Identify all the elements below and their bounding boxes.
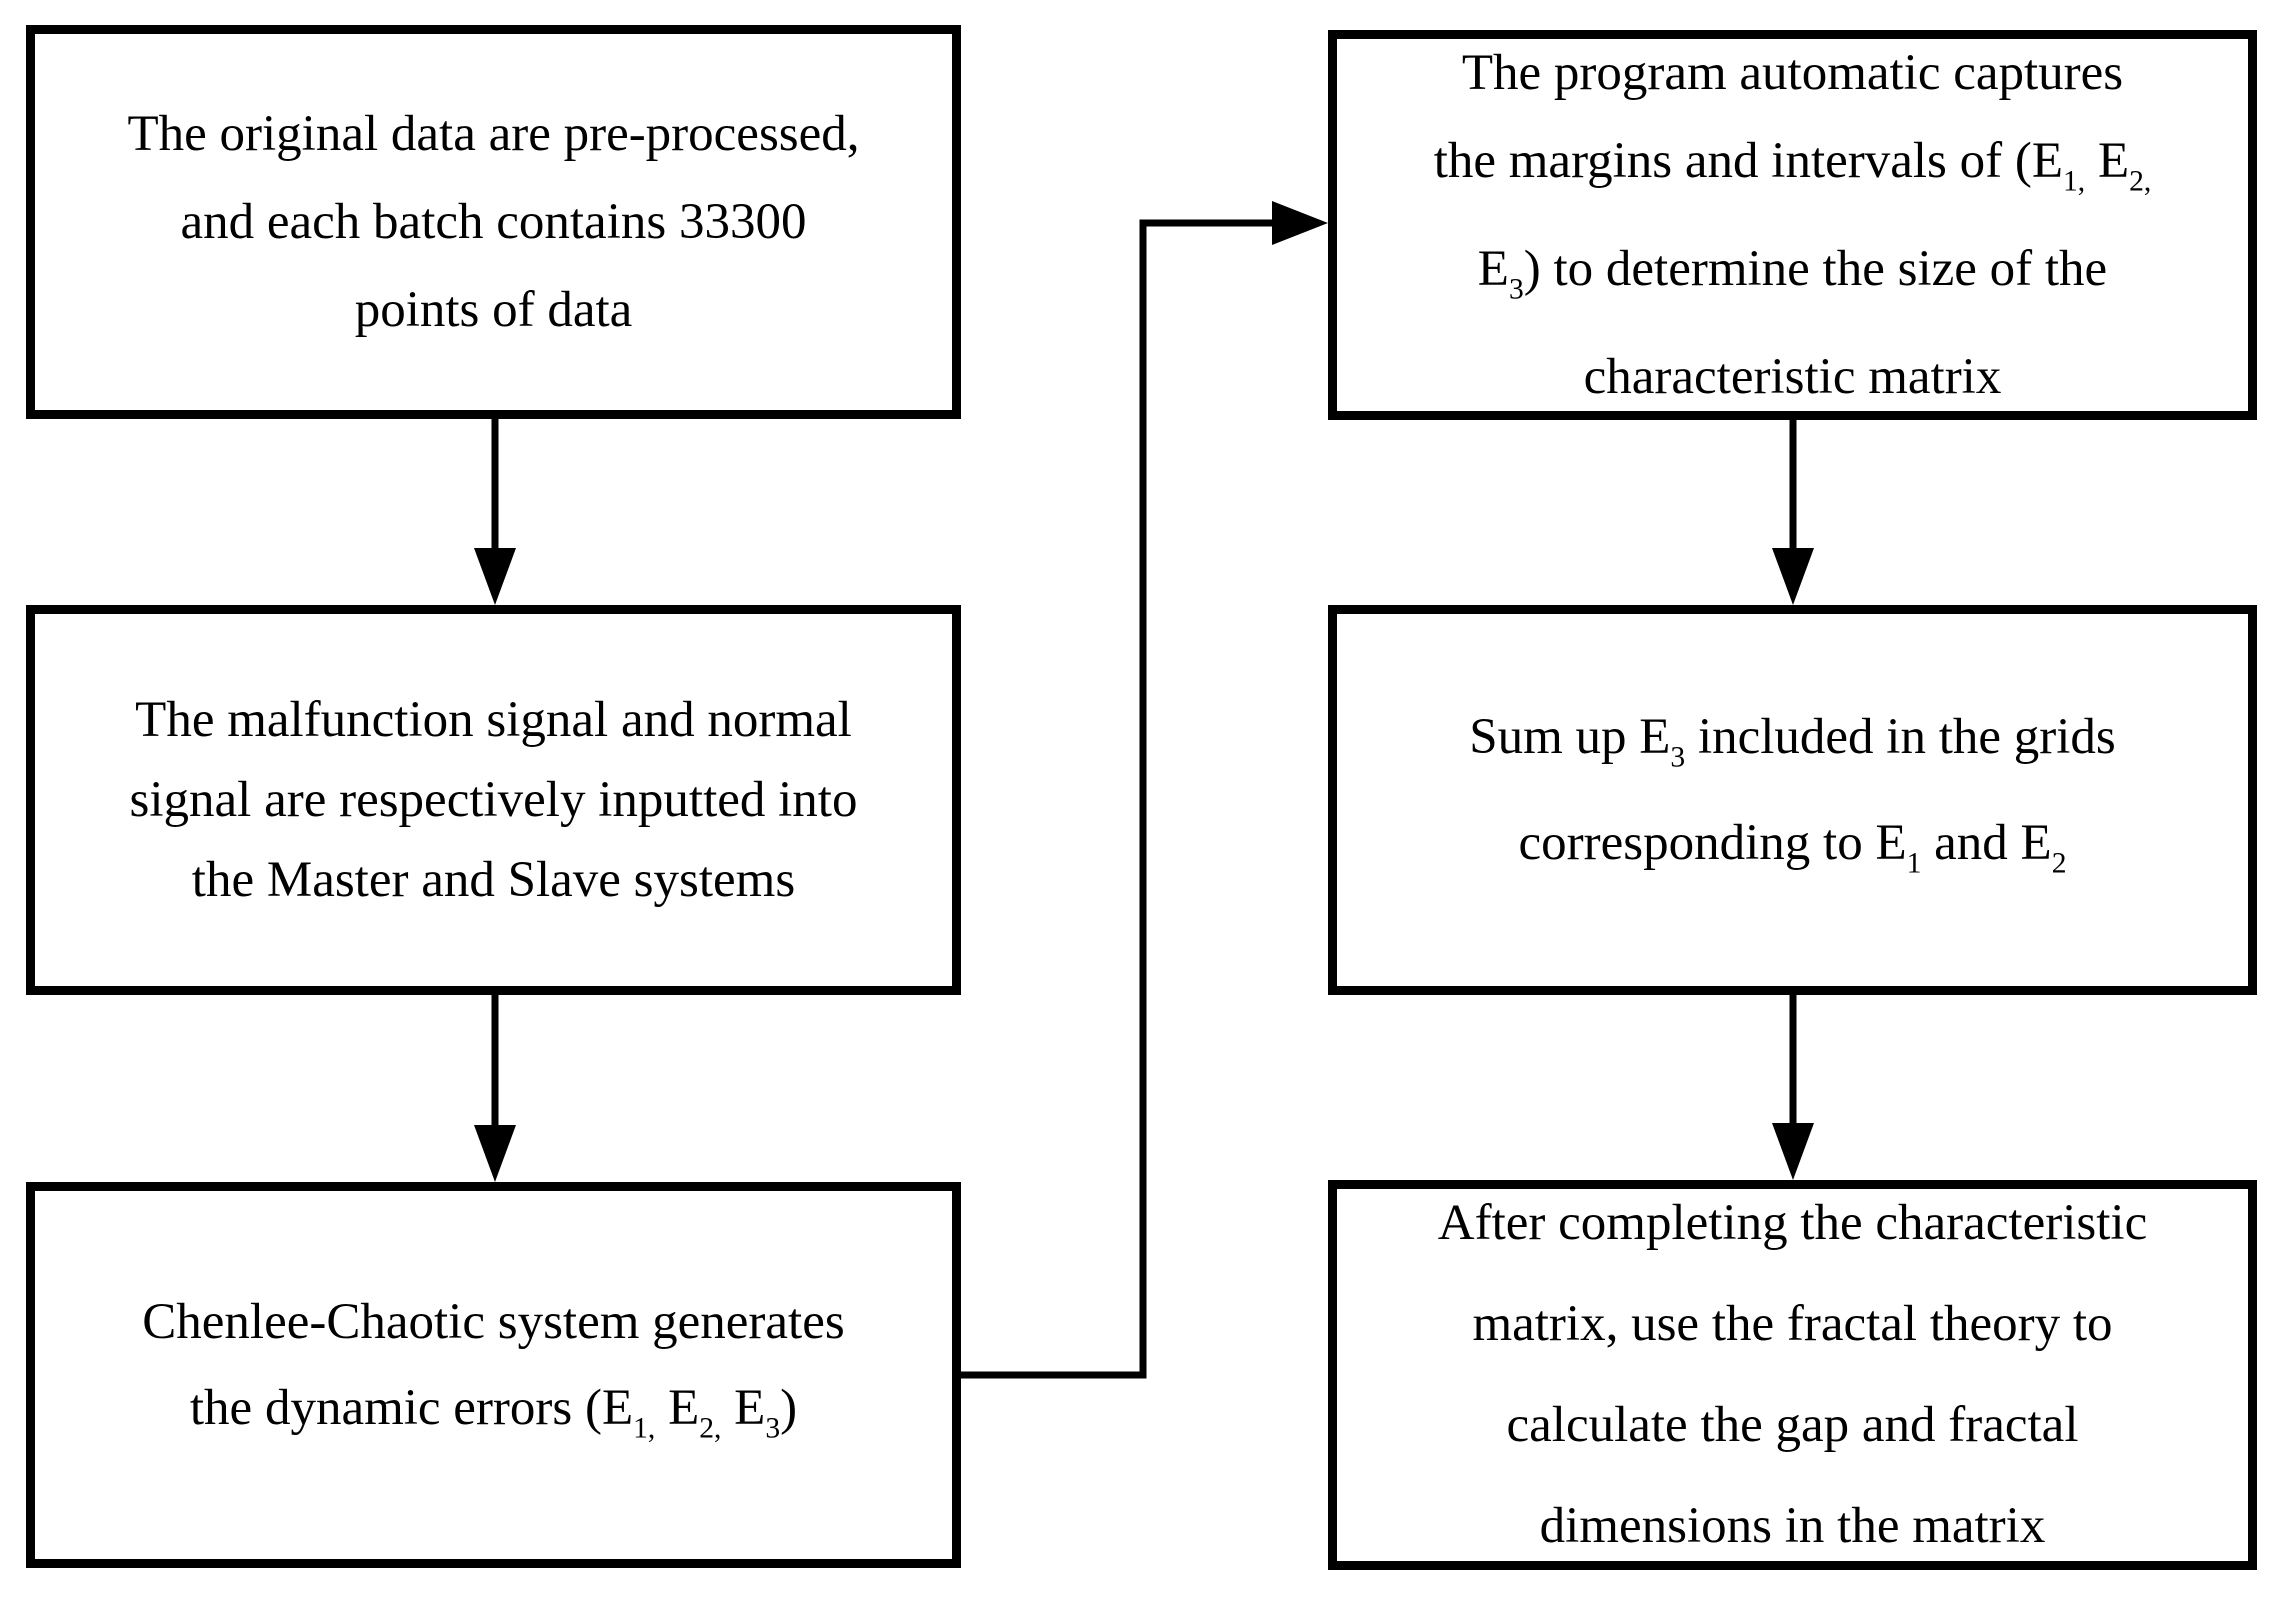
text-line: the margins and intervals of (E1, E2, xyxy=(1433,132,2152,197)
text-line: the dynamic errors (E1, E2, E3) xyxy=(189,1379,798,1445)
text-line: The program automatic captures xyxy=(1461,44,2124,101)
text-line: Chenlee-Chaotic system generates xyxy=(142,1293,845,1350)
connector-chenlee-to-capture xyxy=(957,201,1328,1379)
text-line: characteristic matrix xyxy=(1583,349,2002,406)
arrow-sum-to-fractal xyxy=(1772,991,1814,1180)
text-line: After completing the characteristic xyxy=(1437,1195,2148,1251)
text-line: points of data xyxy=(354,282,633,338)
text-line: E3) to determine the size of the xyxy=(1477,241,2108,306)
arrow-capture-to-sum xyxy=(1772,416,1814,605)
box-chenlee-chaotic: Chenlee-Chaotic system generates the dyna… xyxy=(26,1182,961,1568)
box-preprocess: The original data are pre-processed, and … xyxy=(26,25,961,419)
box-fractal-calc: After completing the characteristic matri… xyxy=(1328,1180,2257,1570)
text-line: dimensions in the matrix xyxy=(1539,1498,2046,1554)
text-line: The original data are pre-processed, xyxy=(127,106,860,162)
box-capture-margins: The program automatic captures the margin… xyxy=(1328,30,2257,420)
text-line: the Master and Slave systems xyxy=(191,852,796,908)
text-line: signal are respectively inputted into xyxy=(129,772,858,828)
text-line: calculate the gap and fractal xyxy=(1506,1397,2079,1453)
text-line: Sum up E3 included in the grids xyxy=(1469,708,2116,773)
text-line: matrix, use the fractal theory to xyxy=(1472,1296,2113,1352)
box-signal-input: The malfunction signal and normal signal … xyxy=(26,605,961,995)
box-sum-e3: Sum up E3 included in the grids correspon… xyxy=(1328,605,2257,995)
arrow-signal-to-chenlee xyxy=(474,991,516,1182)
arrow-preprocess-to-signal xyxy=(474,415,516,605)
text-line: corresponding to E1 and E2 xyxy=(1518,815,2067,880)
text-line: The malfunction signal and normal xyxy=(135,692,852,748)
text-line: and each batch contains 33300 xyxy=(180,194,807,250)
